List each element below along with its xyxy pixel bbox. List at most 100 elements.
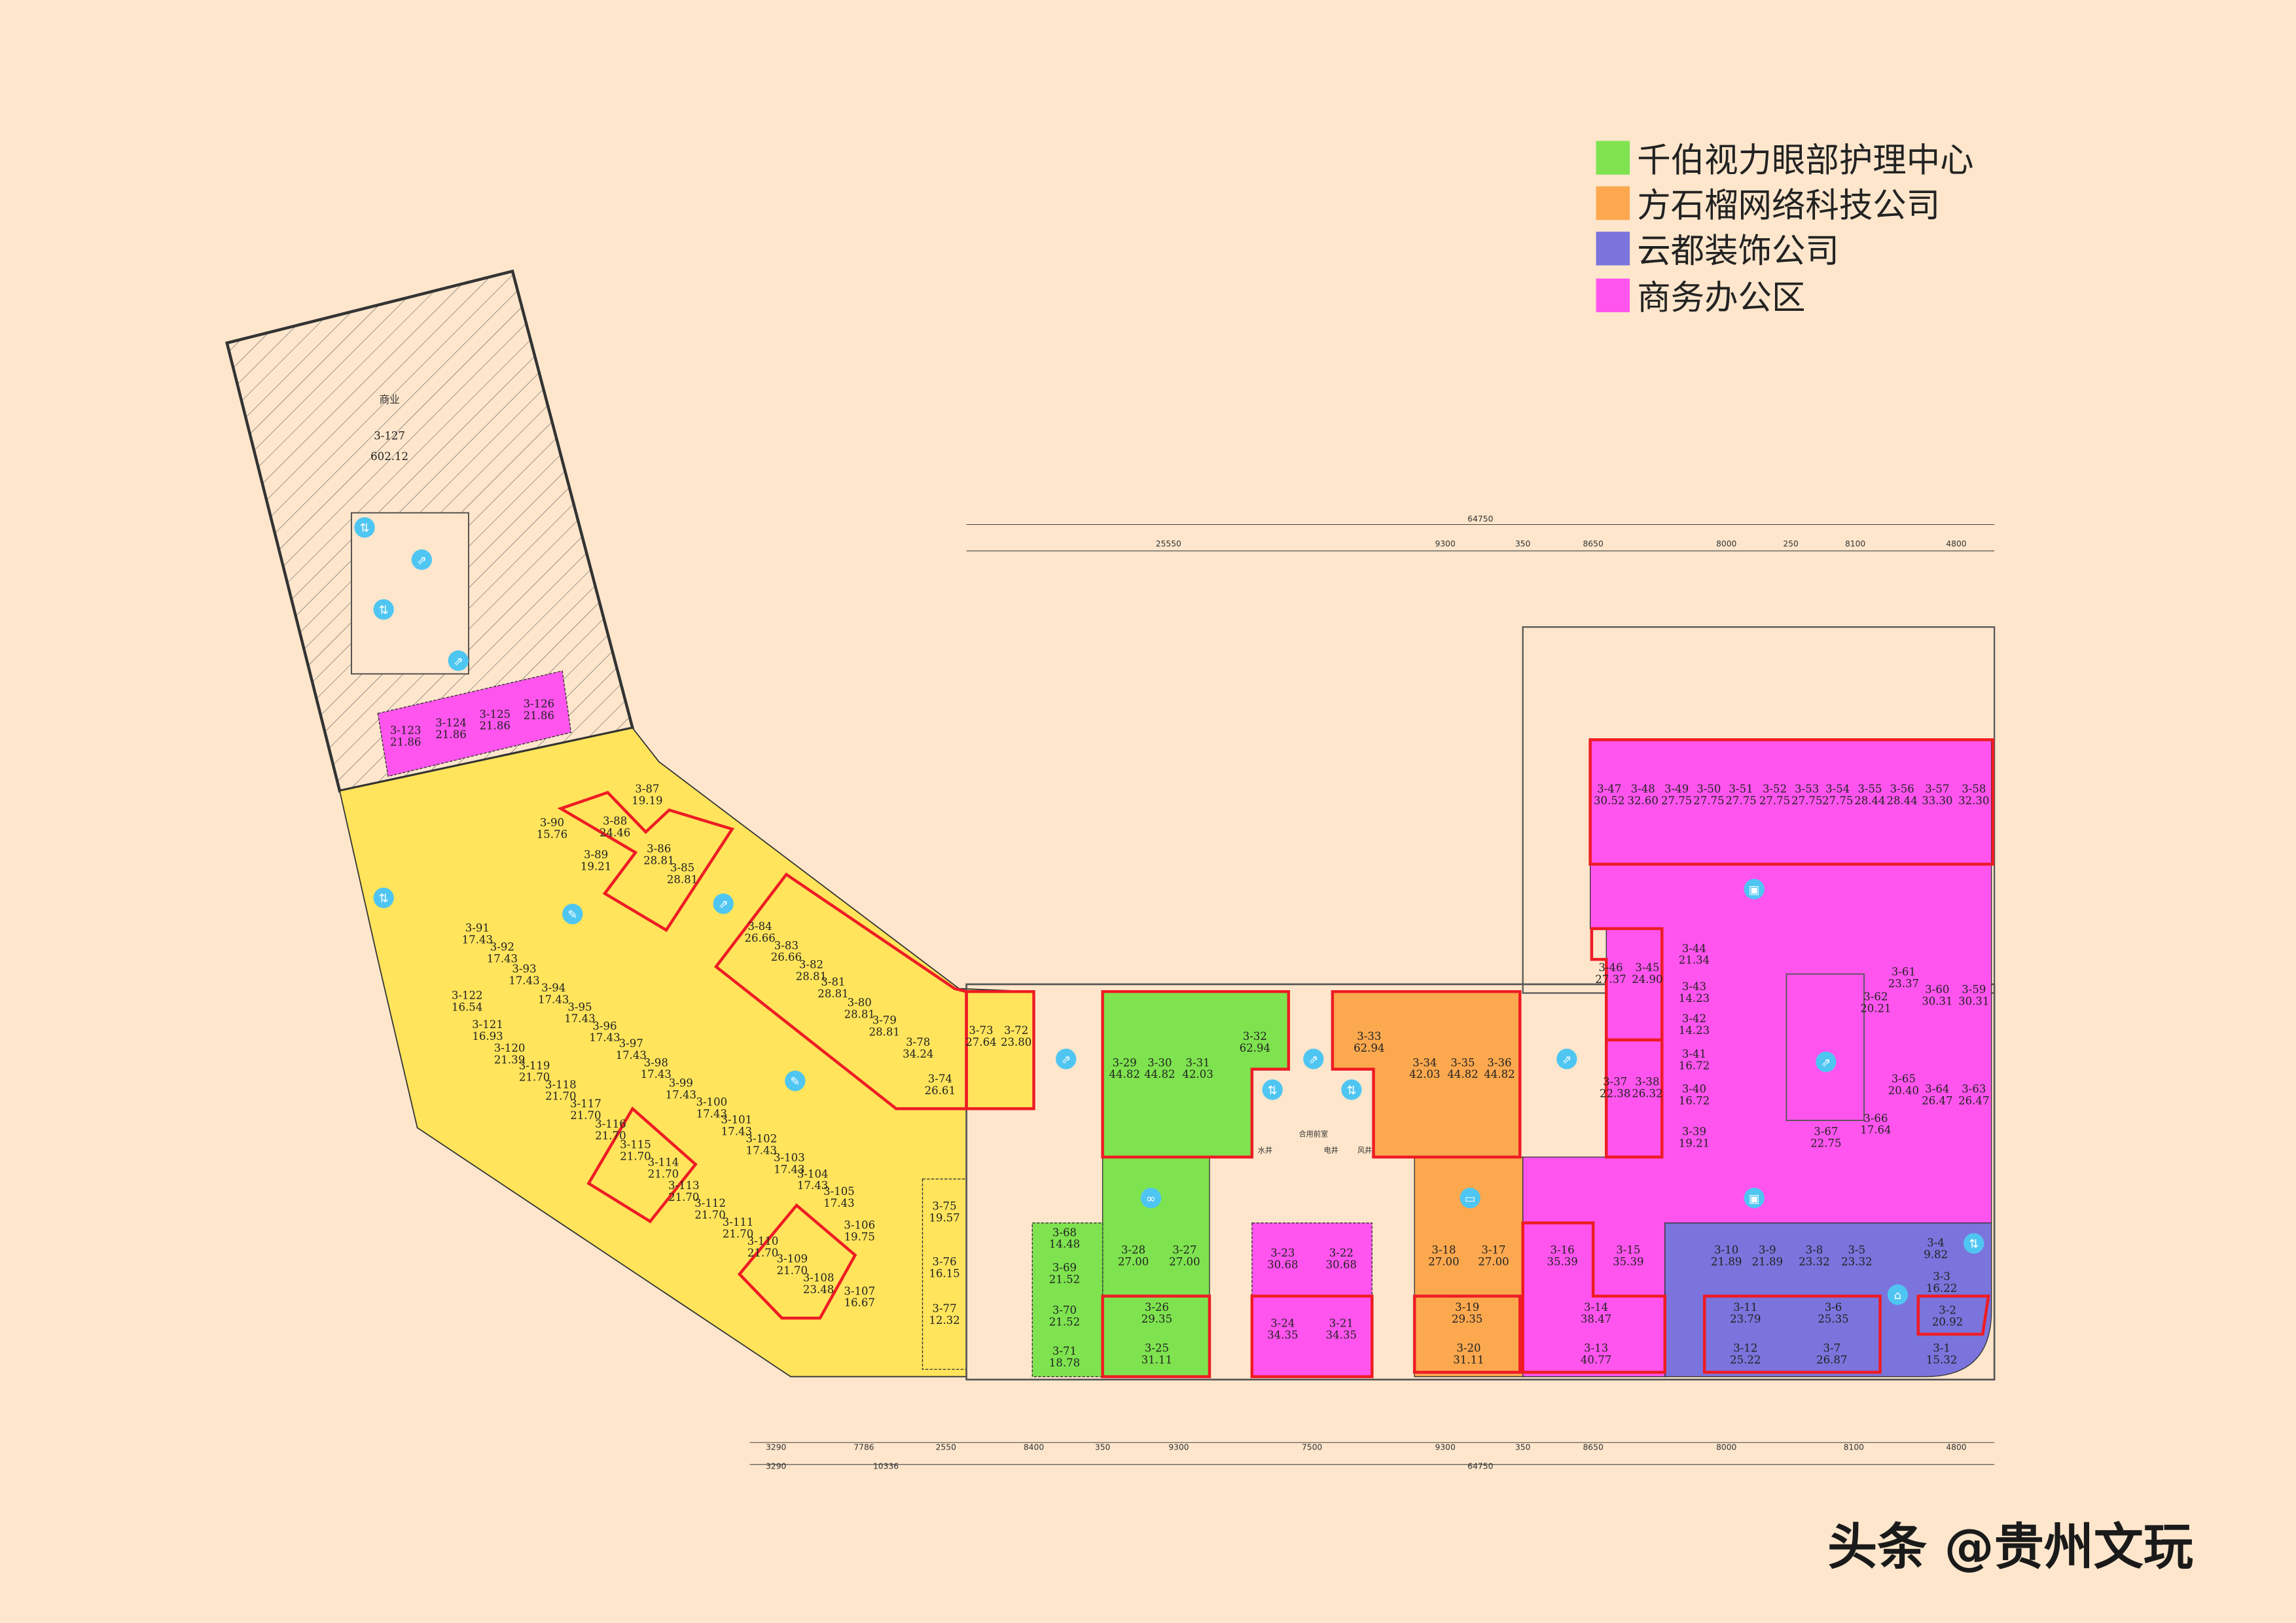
unit-3-4[interactable]: 3-49.82 [1924,1236,1948,1260]
unit-3-60[interactable]: 3-6030.31 [1922,983,1952,1007]
unit-3-93[interactable]: 3-9317.43 [509,963,539,987]
unit-3-25[interactable]: 3-2531.11 [1141,1342,1172,1366]
unit-3-123[interactable]: 3-12321.86 [390,724,422,748]
unit-3-67[interactable]: 3-6722.75 [1810,1125,1841,1149]
unit-3-115[interactable]: 3-11521.70 [620,1139,651,1163]
unit-3-74[interactable]: 3-7426.61 [925,1073,956,1097]
unit-3-52[interactable]: 3-5227.75 [1759,783,1790,807]
unit-3-80[interactable]: 3-8028.81 [844,997,875,1021]
unit-3-79[interactable]: 3-7928.81 [869,1014,900,1038]
unit-3-117[interactable]: 3-11721.70 [570,1097,601,1122]
unit-3-24[interactable]: 3-2434.35 [1267,1317,1298,1342]
unit-3-48[interactable]: 3-4832.60 [1628,783,1659,807]
unit-3-120[interactable]: 3-12021.39 [494,1042,526,1066]
unit-3-112[interactable]: 3-11221.70 [694,1197,726,1221]
unit-3-73[interactable]: 3-7327.64 [965,1024,996,1048]
unit-3-27[interactable]: 3-2727.00 [1169,1244,1200,1268]
unit-3-29[interactable]: 3-2944.82 [1109,1056,1140,1080]
unit-3-89[interactable]: 3-8919.21 [581,849,611,873]
unit-3-2[interactable]: 3-220.92 [1932,1304,1963,1328]
unit-3-23[interactable]: 3-2330.68 [1267,1247,1298,1271]
unit-3-66[interactable]: 3-6617.64 [1860,1112,1891,1136]
unit-3-55[interactable]: 3-5528.44 [1854,783,1885,807]
unit-3-20[interactable]: 3-2031.11 [1453,1342,1484,1366]
unit-3-10[interactable]: 3-1021.89 [1711,1244,1742,1268]
unit-3-8[interactable]: 3-823.32 [1799,1244,1829,1268]
unit-3-113[interactable]: 3-11321.70 [668,1179,700,1204]
unit-3-26[interactable]: 3-2629.35 [1141,1301,1172,1325]
unit-3-83[interactable]: 3-8326.66 [771,939,802,963]
unit-3-11[interactable]: 3-1123.79 [1730,1301,1761,1325]
unit-3-105[interactable]: 3-10517.43 [823,1185,855,1209]
unit-3-108[interactable]: 3-10823.48 [803,1272,834,1296]
unit-3-70[interactable]: 3-7021.52 [1049,1304,1080,1328]
unit-3-3[interactable]: 3-316.22 [1926,1270,1957,1294]
unit-3-84[interactable]: 3-8426.66 [744,920,775,944]
unit-3-30[interactable]: 3-3044.82 [1144,1056,1175,1080]
unit-3-22[interactable]: 3-2230.68 [1326,1247,1357,1271]
unit-3-114[interactable]: 3-11421.70 [648,1156,679,1180]
unit-3-116[interactable]: 3-11621.70 [595,1118,626,1142]
unit-3-51[interactable]: 3-5127.75 [1725,783,1756,807]
unit-3-97[interactable]: 3-9717.43 [616,1037,647,1061]
unit-3-58[interactable]: 3-5832.30 [1958,783,1989,807]
unit-3-15[interactable]: 3-1535.39 [1613,1244,1643,1268]
unit-3-63[interactable]: 3-6326.47 [1958,1083,1989,1107]
unit-3-91[interactable]: 3-9117.43 [462,921,493,946]
unit-3-28[interactable]: 3-2827.00 [1118,1244,1149,1268]
unit-3-41[interactable]: 3-4116.72 [1679,1048,1710,1072]
unit-3-56[interactable]: 3-5628.44 [1886,783,1917,807]
unit-3-39[interactable]: 3-3919.21 [1679,1125,1710,1149]
unit-3-82[interactable]: 3-8228.81 [796,958,827,982]
unit-3-72[interactable]: 3-7223.80 [1001,1024,1031,1048]
unit-3-7[interactable]: 3-726.87 [1816,1342,1847,1366]
unit-3-92[interactable]: 3-9217.43 [487,941,518,965]
unit-3-124[interactable]: 3-12421.86 [435,717,467,741]
unit-3-96[interactable]: 3-9617.43 [589,1020,620,1044]
unit-3-69[interactable]: 3-6921.52 [1049,1261,1080,1285]
unit-3-76[interactable]: 3-7616.15 [929,1256,960,1280]
unit-3-33[interactable]: 3-3362.94 [1354,1030,1384,1054]
unit-3-77[interactable]: 3-7712.32 [929,1302,960,1327]
unit-3-59[interactable]: 3-5930.31 [1958,983,1989,1007]
unit-3-98[interactable]: 3-9817.43 [641,1056,672,1080]
unit-3-53[interactable]: 3-5327.75 [1791,783,1822,807]
unit-3-12[interactable]: 3-1225.22 [1730,1342,1761,1366]
unit-3-47[interactable]: 3-4730.52 [1594,783,1624,807]
unit-3-110[interactable]: 3-11021.70 [747,1235,779,1259]
unit-3-94[interactable]: 3-9417.43 [538,982,569,1006]
unit-3-37[interactable]: 3-3722.38 [1600,1075,1630,1099]
unit-3-111[interactable]: 3-11121.70 [723,1216,754,1240]
unit-3-49[interactable]: 3-4927.75 [1661,783,1692,807]
unit-3-38[interactable]: 3-3826.32 [1632,1075,1662,1099]
unit-3-19[interactable]: 3-1929.35 [1452,1301,1482,1325]
unit-3-44[interactable]: 3-4421.34 [1679,942,1710,967]
unit-3-106[interactable]: 3-10619.75 [844,1219,875,1243]
unit-3-34[interactable]: 3-3442.03 [1409,1056,1440,1080]
unit-3-109[interactable]: 3-10921.70 [776,1253,808,1277]
unit-3-57[interactable]: 3-5733.30 [1922,783,1952,807]
unit-3-35[interactable]: 3-3544.82 [1447,1056,1478,1080]
unit-3-99[interactable]: 3-9917.43 [666,1077,696,1101]
unit-3-102[interactable]: 3-10217.43 [746,1133,778,1157]
unit-3-122[interactable]: 3-12216.54 [452,989,483,1013]
unit-3-17[interactable]: 3-1727.00 [1478,1244,1509,1268]
unit-3-54[interactable]: 3-5427.75 [1822,783,1853,807]
unit-3-126[interactable]: 3-12621.86 [523,698,554,722]
unit-3-87[interactable]: 3-8719.19 [632,783,662,807]
unit-3-71[interactable]: 3-7118.78 [1049,1345,1080,1369]
unit-3-86[interactable]: 3-8628.81 [643,843,674,867]
unit-3-62[interactable]: 3-6220.21 [1860,991,1891,1015]
unit-3-85[interactable]: 3-8528.81 [667,862,698,886]
unit-3-75[interactable]: 3-7519.57 [929,1200,960,1224]
unit-3-6[interactable]: 3-625.35 [1818,1301,1848,1325]
unit-3-78[interactable]: 3-7834.24 [903,1036,933,1060]
unit-3-13[interactable]: 3-1340.77 [1581,1342,1611,1366]
unit-3-31[interactable]: 3-3142.03 [1182,1056,1213,1080]
unit-3-46[interactable]: 3-4627.37 [1595,961,1626,986]
unit-3-45[interactable]: 3-4524.90 [1632,961,1662,986]
unit-3-81[interactable]: 3-8128.81 [817,976,848,1000]
unit-3-90[interactable]: 3-9015.76 [537,816,567,840]
unit-3-36[interactable]: 3-3644.82 [1484,1056,1515,1080]
unit-3-18[interactable]: 3-1827.00 [1428,1244,1459,1268]
